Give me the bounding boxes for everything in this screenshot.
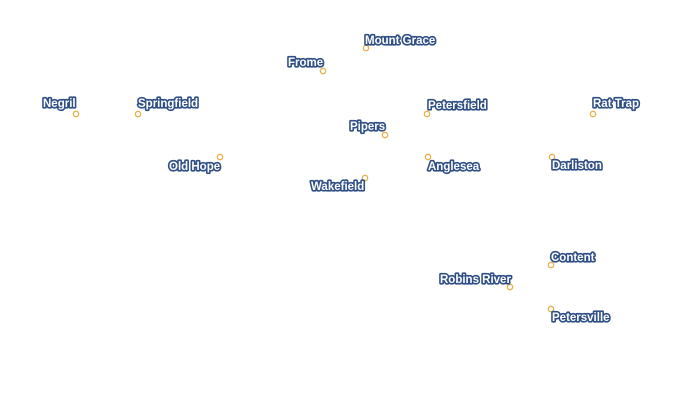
place-label: Mount Grace xyxy=(365,35,435,47)
place-petersfield[interactable]: Petersfield xyxy=(423,98,488,118)
place-springfield[interactable]: Springfield xyxy=(134,96,200,118)
place-wakefield[interactable]: Wakefield xyxy=(309,174,369,195)
place-marker[interactable] xyxy=(548,153,556,161)
place-label: Robins River xyxy=(440,274,511,286)
place-marker[interactable] xyxy=(216,153,224,161)
place-rat-trap[interactable]: Rat Trap xyxy=(589,96,641,118)
place-label: Rat Trap xyxy=(593,98,639,110)
place-anglesea[interactable]: Anglesea xyxy=(424,153,481,175)
place-frome[interactable]: Frome xyxy=(286,55,327,75)
place-content[interactable]: Content xyxy=(547,250,596,269)
place-label: Darliston xyxy=(552,160,602,172)
place-marker[interactable] xyxy=(134,110,142,118)
place-petersville[interactable]: Petersville xyxy=(547,305,611,326)
place-darliston[interactable]: Darliston xyxy=(548,153,603,174)
place-mount-grace[interactable]: Mount Grace xyxy=(362,33,437,52)
place-marker[interactable] xyxy=(72,110,80,118)
place-robins-river[interactable]: Robins River xyxy=(438,272,514,291)
place-marker[interactable] xyxy=(362,44,370,52)
place-marker[interactable] xyxy=(506,283,514,291)
place-label: Pipers xyxy=(350,121,385,133)
place-label: Wakefield xyxy=(311,181,364,193)
place-marker[interactable] xyxy=(381,131,389,139)
place-label: Old Hope xyxy=(169,161,220,173)
place-label: Anglesea xyxy=(428,161,480,173)
place-old-hope[interactable]: Old Hope xyxy=(167,153,224,175)
place-label: Petersville xyxy=(552,312,610,324)
place-marker[interactable] xyxy=(361,174,369,182)
place-label: Springfield xyxy=(138,98,198,110)
place-pipers[interactable]: Pipers xyxy=(348,119,389,139)
place-label: Content xyxy=(551,252,595,264)
place-marker[interactable] xyxy=(423,110,431,118)
place-label: Negril xyxy=(43,98,76,110)
place-marker[interactable] xyxy=(424,153,432,161)
place-marker[interactable] xyxy=(547,305,555,313)
place-label: Petersfield xyxy=(428,100,487,112)
place-negril[interactable]: Negril xyxy=(41,96,80,118)
place-marker[interactable] xyxy=(547,261,555,269)
place-label: Frome xyxy=(288,57,323,69)
place-marker[interactable] xyxy=(589,110,597,118)
place-marker[interactable] xyxy=(319,67,327,75)
